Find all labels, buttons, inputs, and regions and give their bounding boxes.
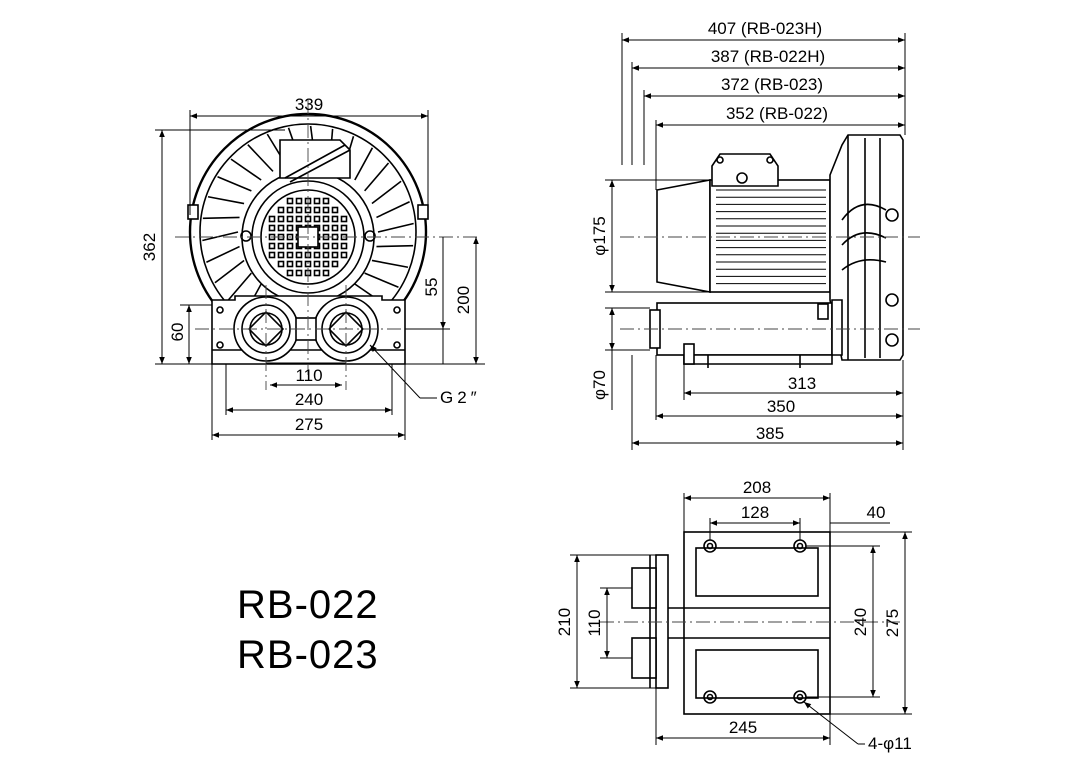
dim-372: 372 (RB-023) (721, 75, 823, 94)
label-4-phi11: 4-φ11 (868, 734, 912, 753)
dim-387: 387 (RB-022H) (711, 47, 825, 66)
dim-110: 110 (295, 366, 322, 385)
dim-60: 60 (168, 323, 187, 342)
bottom-dimensions: 208 128 40 210 110 240 275 245 (555, 478, 912, 753)
dim-385: 385 (756, 424, 784, 443)
dim-phi175: φ175 (590, 216, 609, 255)
dim-110-bottom: 110 (585, 609, 604, 636)
dim-245: 245 (729, 718, 757, 737)
dim-240-bottom: 240 (851, 608, 870, 636)
front-dimensions: 339 362 60 55 200 110 240 275 (140, 95, 485, 440)
dim-275-bottom: 275 (883, 609, 902, 637)
dim-339: 339 (295, 95, 323, 114)
mounting-hole-3 (703, 690, 717, 704)
side-view (620, 134, 920, 368)
bottom-view (600, 531, 900, 715)
front-view (175, 100, 480, 390)
label-g2: G2″ (440, 388, 481, 407)
dim-40: 40 (867, 503, 886, 522)
dim-362: 362 (140, 233, 159, 261)
model-label-1: RB-022 (237, 583, 379, 627)
dim-352: 352 (RB-022) (726, 104, 828, 123)
dim-128: 128 (741, 503, 769, 522)
dim-210: 210 (555, 608, 574, 636)
dim-208: 208 (743, 478, 771, 497)
dim-240: 240 (295, 390, 323, 409)
side-dimensions: 407 (RB-023H) 387 (RB-022H) 372 (RB-023)… (590, 19, 906, 450)
dim-200: 200 (454, 286, 473, 314)
dim-55: 55 (422, 278, 441, 297)
dim-313: 313 (788, 374, 816, 393)
dim-275: 275 (295, 415, 323, 434)
dim-phi70: φ70 (590, 370, 609, 400)
dim-407: 407 (RB-023H) (708, 19, 822, 38)
cooling-fins (202, 125, 414, 317)
base-plate (683, 531, 831, 715)
model-label-2: RB-023 (237, 633, 379, 677)
dim-350: 350 (767, 397, 795, 416)
